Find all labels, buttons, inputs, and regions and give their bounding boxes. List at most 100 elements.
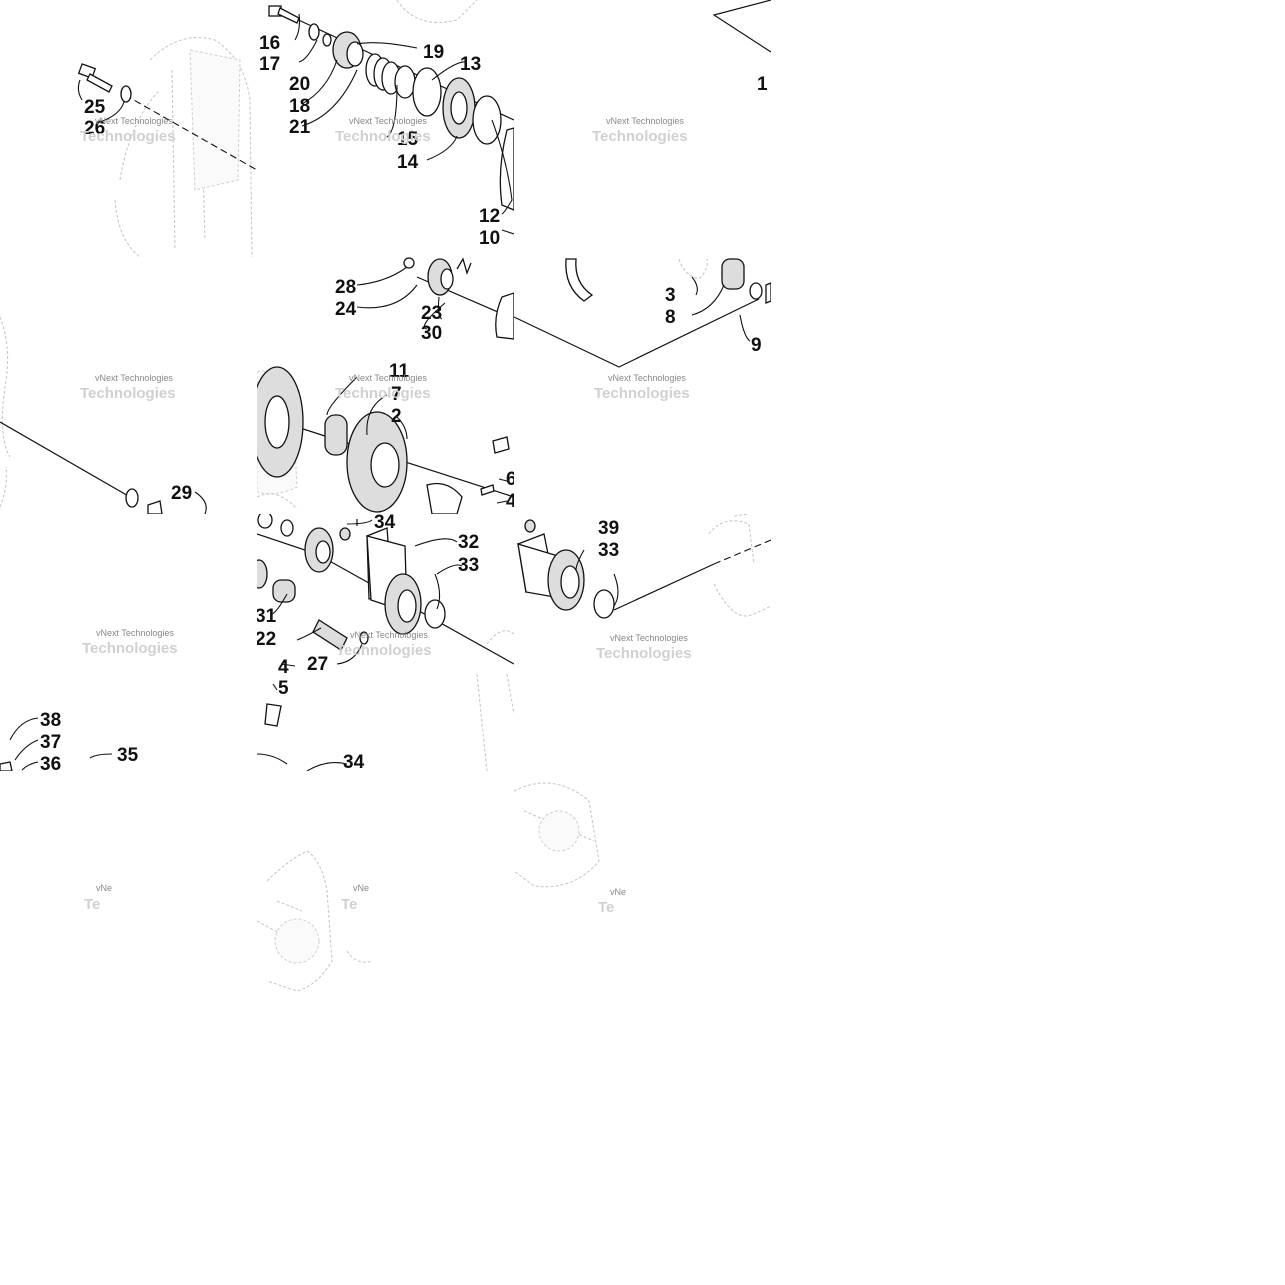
bolt-icon [268,5,300,24]
callout-label: 1 [757,74,768,95]
callout-label: 23 [421,303,442,324]
gear-icon [257,366,304,478]
watermark-text: Technologies [596,645,692,662]
shim-ring-icon [412,67,442,117]
o-ring-icon [424,599,446,629]
callout-label: 35 [117,745,139,766]
callout-label: 6 [506,469,514,490]
diagram-tile-r1c0: 29 vNext Technologies Technologies [0,257,257,514]
callout-label: 29 [171,483,192,504]
watermark-text: vNe [353,883,369,893]
watermark-text: Technologies [335,385,431,402]
callout-label: 5 [278,678,289,699]
fitting-icon [0,761,13,771]
callout-label: 37 [40,732,61,753]
pin-icon [492,436,510,454]
callout-label: 31 [257,606,277,627]
callout-label: 32 [458,532,479,553]
callout-label: 8 [665,307,676,328]
watermark-text: vNe [610,887,626,897]
diagram-tile-r3c2: vNe Te [514,771,771,1028]
chain-icon [565,258,594,302]
drive-hub-icon [332,31,364,69]
diagram-tile-r2c2: 39 33 vNext Technologies Technologies [514,514,771,771]
tile-graphic: 25 26 vNext Technologies Technologies [77,36,257,257]
callout-label: 16 [259,33,280,54]
watermark-text: Technologies [335,128,431,145]
watermark-text: vNext Technologies [96,628,174,638]
callout-label: 4 [278,657,289,678]
tile-graphic: 1 vNext Technologies Technologies [592,0,771,145]
callout-label: 13 [460,54,481,75]
screw-icon [480,484,495,496]
callout-label: 2 [391,406,402,427]
diagram-tile-r2c1: 34 32 33 31 22 27 4 5 34 vNext Technolog… [257,514,514,771]
watermark-text: vNext Technologies [606,116,684,126]
washer-icon [257,514,273,529]
screw-icon [264,703,282,727]
diagram-tile-r3c0: vNe Te [0,771,257,1028]
diagram-tile-r0c2: 1 vNext Technologies Technologies [514,0,771,257]
bearing-icon [547,549,585,611]
watermark-text: vNext Technologies [349,116,427,126]
spring-clip-icon [456,257,472,276]
callout-label: 22 [257,629,276,650]
watermark-text: vNext Technologies [349,373,427,383]
callout-label: 11 [389,361,410,382]
bearing-icon [324,414,348,456]
watermark-text: Technologies [336,642,432,659]
spring-icon [365,53,401,95]
callout-label: 38 [40,710,61,731]
watermark-text: vNe [96,883,112,893]
watermark-text: Te [84,896,100,913]
watermark-text: vNext Technologies [350,630,428,640]
diagram-tile-r2c0-callouts: 38 37 36 35 [0,700,257,771]
callout-label: 19 [423,42,444,63]
tile-graphic: vNext Technologies Technologies [82,628,178,657]
callout-label: 21 [289,117,311,138]
sprocket-gear-icon [427,258,454,296]
callout-label: 15 [397,129,419,150]
callout-label: 10 [479,228,500,249]
watermark-text: vNext Technologies [95,373,173,383]
tile-graphic: 3 8 9 vNext Technologies Technologies [514,258,771,402]
bracket-icon [426,482,463,514]
callout-label: 18 [289,96,310,117]
tile-graphic: 38 37 36 35 [0,710,139,771]
drive-gear-icon [346,411,408,513]
callout-label: 33 [598,540,619,561]
gear-icon [304,527,334,573]
ring-icon [394,65,416,99]
shaft-pin-icon [312,619,348,651]
washer-icon [308,23,320,41]
callout-label: 7 [391,384,402,405]
watermark-text: Technologies [592,128,688,145]
watermark-text: Te [341,896,357,913]
bolt-icon [77,63,113,93]
diagram-tile-r3c1: vNe Te [257,771,514,1028]
callout-label: 3 [665,285,676,306]
seal-icon [403,257,415,269]
needle-bearing-icon [721,258,745,290]
nut-icon [339,527,351,541]
washer-icon [120,85,132,103]
tile-graphic: 29 vNext Technologies Technologies [0,316,207,514]
callout-label: 12 [479,206,500,227]
callout-label: 14 [397,152,419,173]
bearing-gear-icon [442,77,476,139]
washer-icon [125,488,139,508]
tile-graphic: 34 32 33 31 22 27 4 5 34 vNext Technolog… [257,514,514,771]
washer-icon [749,282,763,300]
washer-icon [322,33,332,47]
washer-icon [280,519,294,537]
callout-label: 30 [421,323,442,344]
nut-icon [524,519,536,533]
spacer-icon [147,500,163,514]
watermark-text: vNext Technologies [608,373,686,383]
callout-label: 24 [335,299,357,320]
watermark-text: Technologies [80,128,176,145]
callout-label: 4 [506,491,514,512]
callout-label: 39 [598,518,619,539]
washer-icon [359,631,369,645]
watermark-text: vNext Technologies [95,116,173,126]
